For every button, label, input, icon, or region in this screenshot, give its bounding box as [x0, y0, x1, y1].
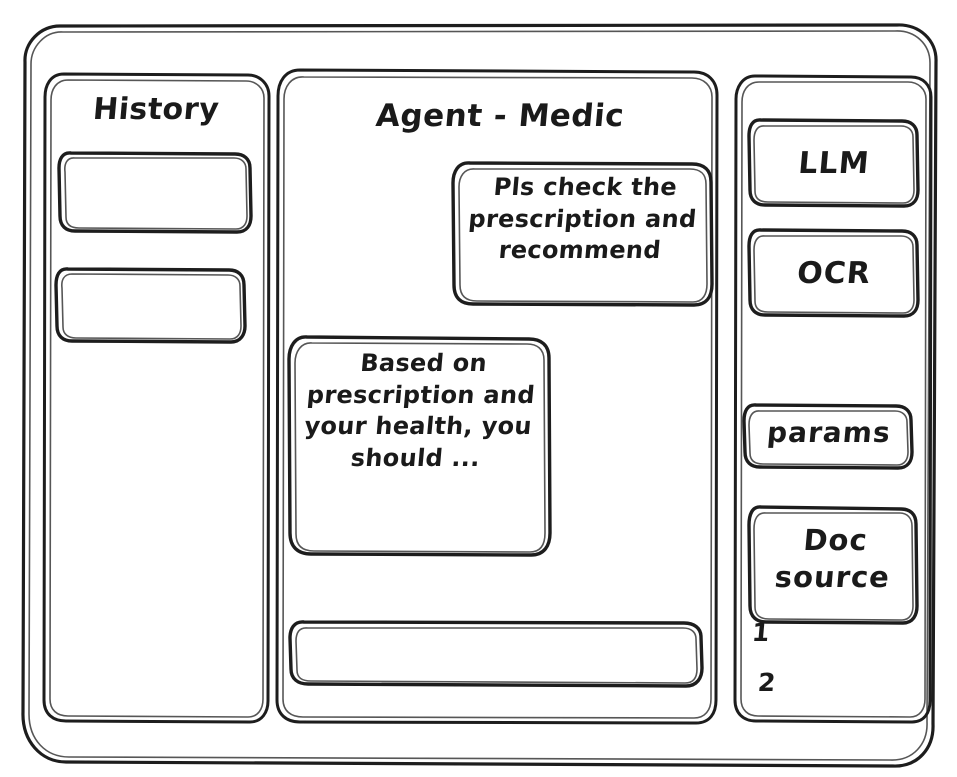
tool-params[interactable]: params: [744, 405, 912, 468]
tool-llm[interactable]: LLM: [749, 120, 918, 206]
history-item-1[interactable]: [60, 153, 250, 232]
message-bubble-user: Pls check the prescription and recommend: [453, 163, 712, 305]
tool-ocr[interactable]: OCR: [749, 230, 918, 316]
doc-source-ref-1[interactable]: 1: [750, 618, 771, 647]
history-item-2[interactable]: [57, 269, 245, 342]
message-input[interactable]: [290, 622, 702, 686]
tool-ocr-label: OCR: [795, 256, 873, 291]
tool-llm-label: LLM: [796, 146, 872, 181]
history-panel-title: History: [91, 92, 221, 127]
message-bubble-assistant: Based on prescription and your health, y…: [289, 337, 550, 555]
message-user-text: Pls check the prescription and recommend: [467, 173, 698, 265]
tool-doc-source-label: Doc source: [773, 523, 892, 595]
message-assistant-text: Based on prescription and your health, y…: [303, 349, 537, 473]
doc-source-ref-2[interactable]: 2: [756, 668, 777, 697]
tool-params-label: params: [765, 416, 893, 449]
agent-title: Agent - Medic: [374, 98, 626, 134]
tool-doc-source[interactable]: Doc source: [749, 507, 918, 623]
